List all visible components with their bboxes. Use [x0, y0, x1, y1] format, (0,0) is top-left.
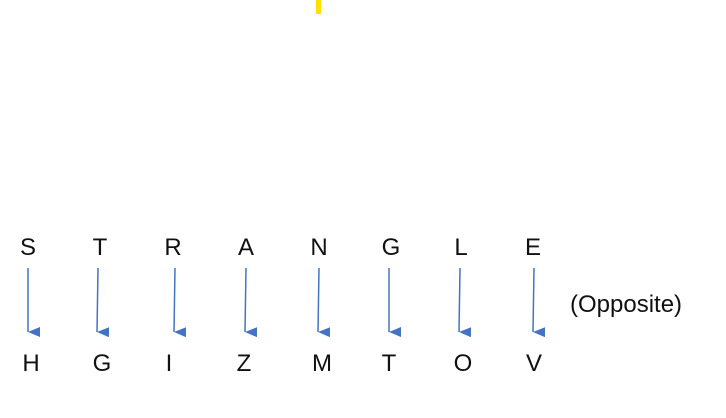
arrow-down [173, 267, 187, 338]
arrow-down [317, 267, 331, 338]
source-letter: E [524, 234, 541, 261]
source-letter: A [237, 234, 254, 261]
target-letter: T [381, 350, 397, 377]
target-letter: Z [236, 350, 252, 377]
target-letter: I [165, 350, 173, 377]
relation-label: (Opposite) [570, 291, 683, 318]
arrow-down [96, 267, 110, 338]
source-letter: R [164, 234, 182, 261]
target-letter: O [453, 350, 473, 377]
arrow-down [458, 267, 472, 338]
source-letter: N [310, 234, 328, 261]
target-letter: M [312, 350, 332, 377]
target-letter: H [22, 350, 40, 377]
target-letter: G [92, 350, 112, 377]
source-letter: T [92, 234, 108, 261]
source-letter: S [19, 234, 36, 261]
arrow-down [532, 267, 546, 338]
arrow-down [244, 267, 258, 338]
source-letter: L [454, 234, 468, 261]
yellow-marker [316, 0, 321, 14]
source-letter: G [381, 234, 401, 261]
target-letter: V [525, 350, 542, 377]
